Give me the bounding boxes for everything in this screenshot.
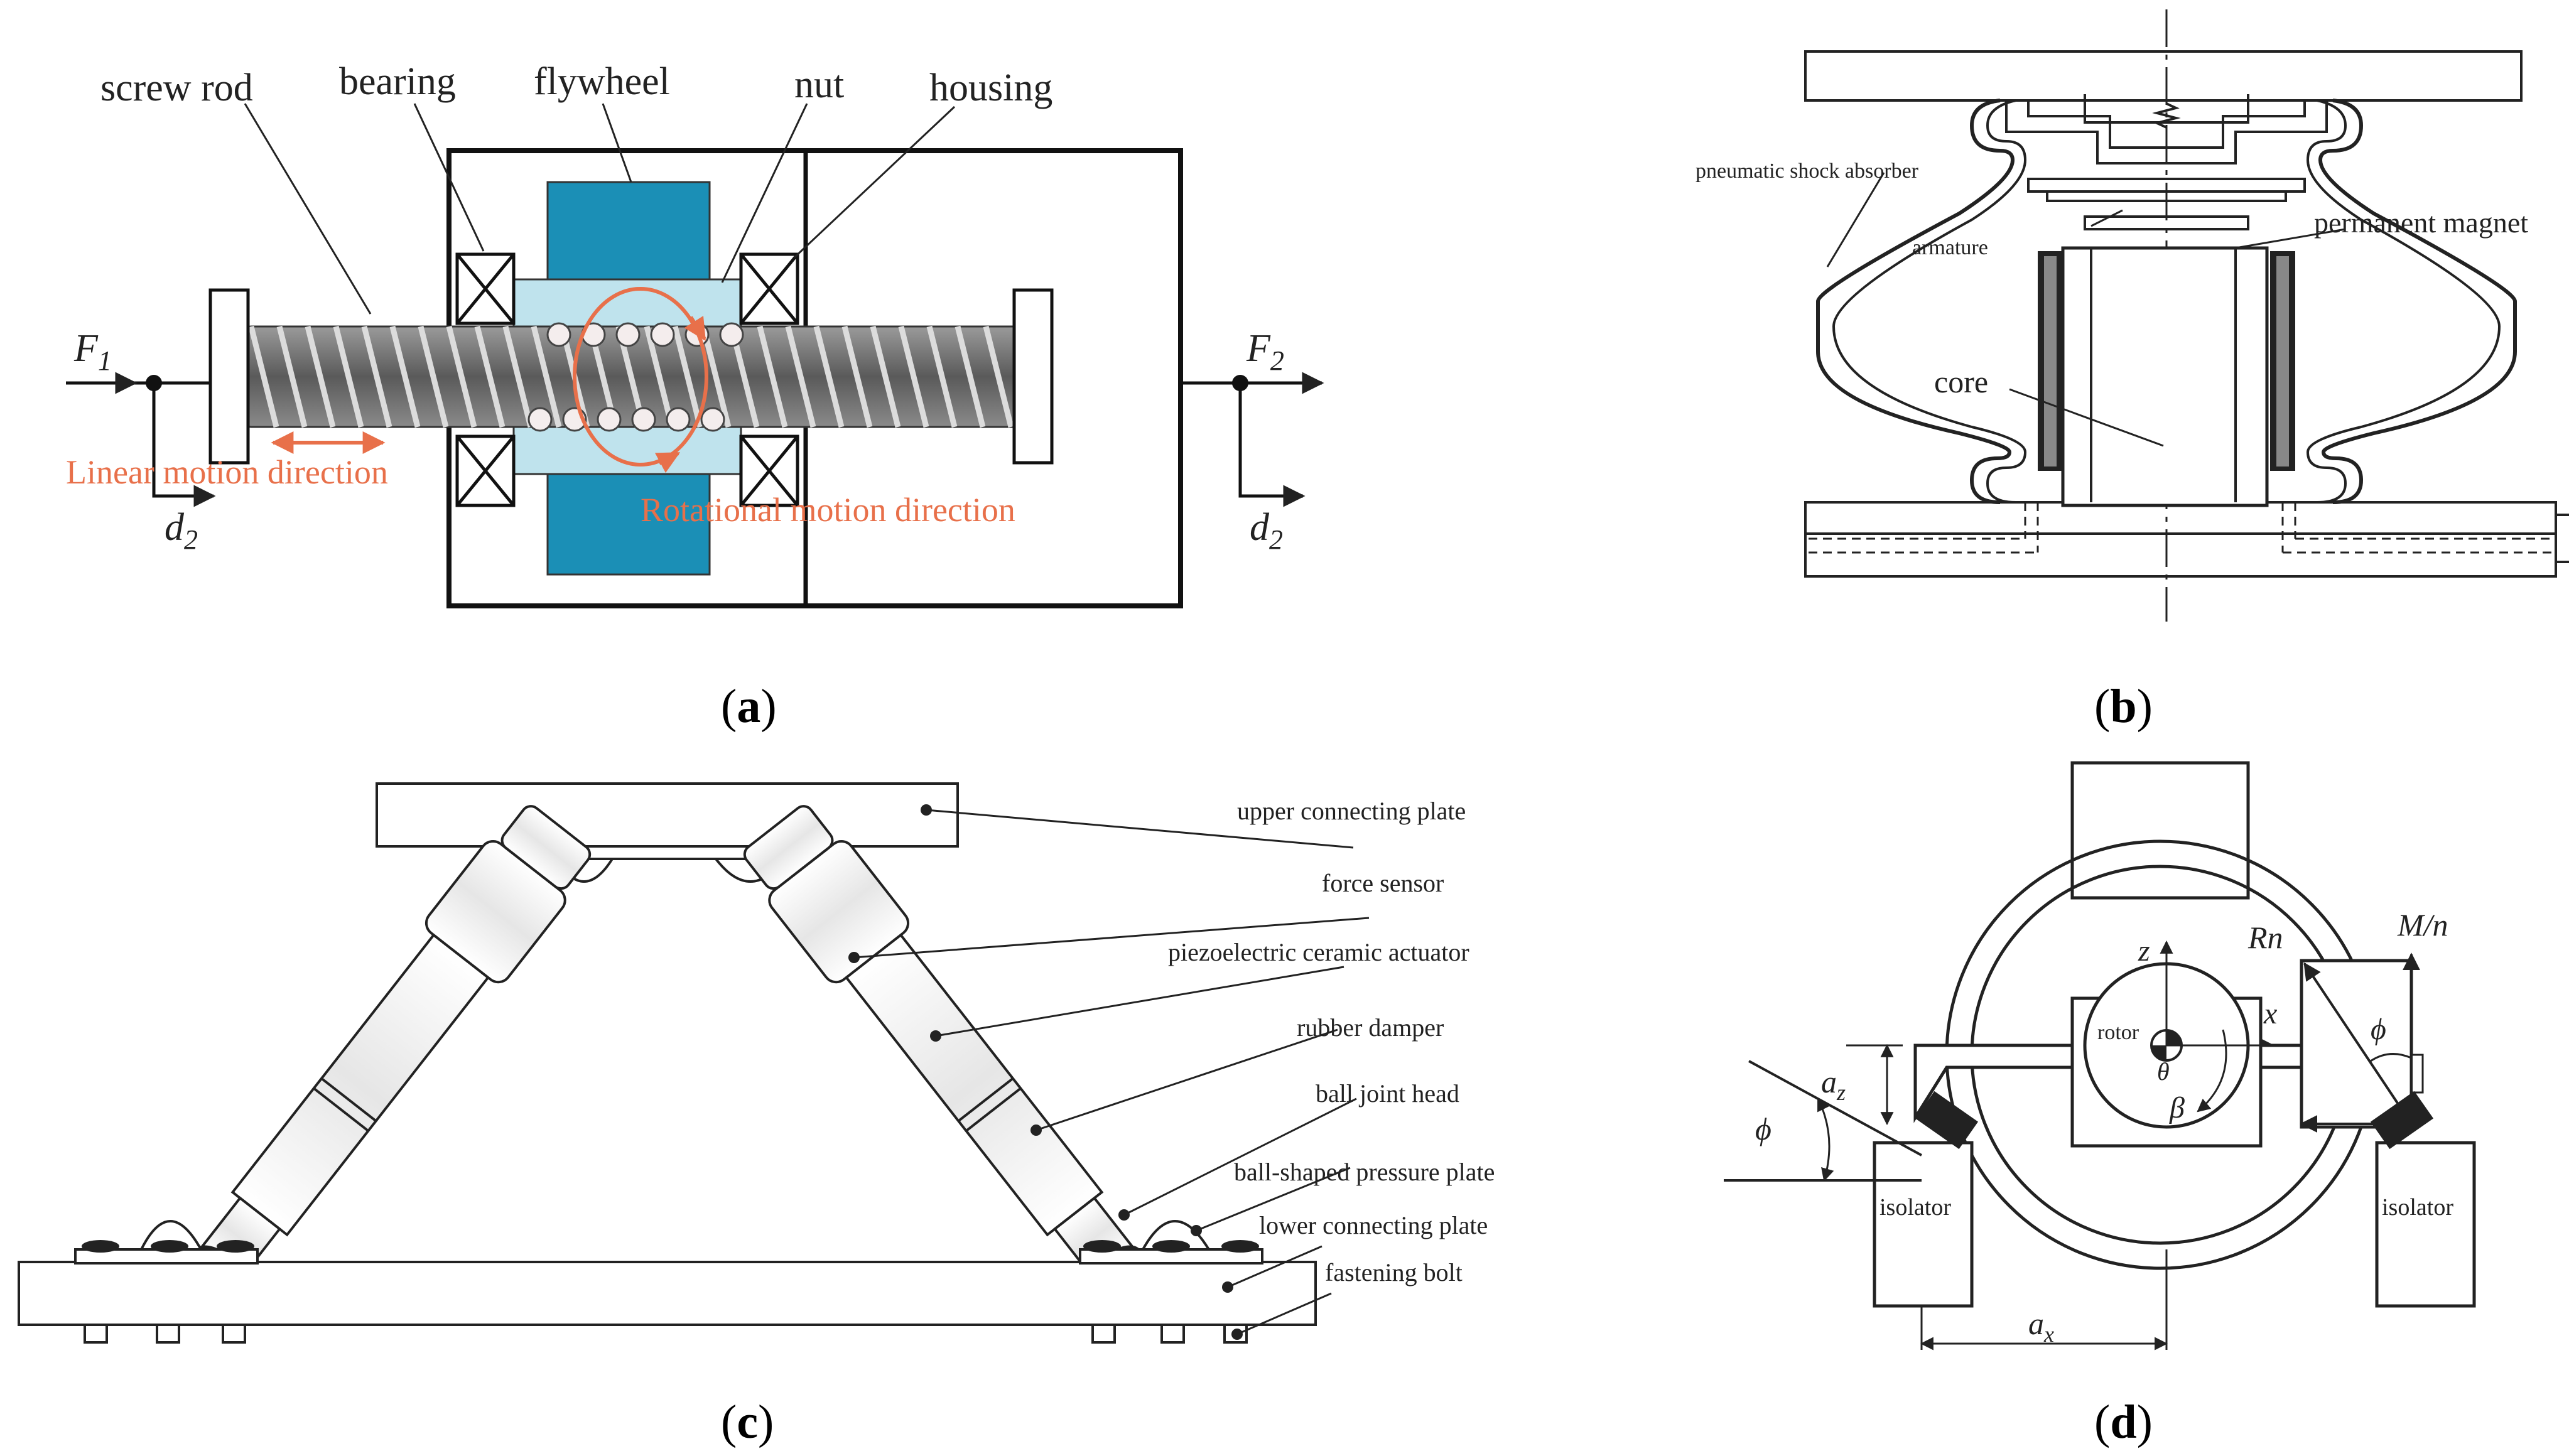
actuator-leg-left	[192, 805, 592, 1291]
rotation-arrowhead-top	[684, 315, 706, 342]
label-lower-connecting-plate: lower connecting plate	[1259, 1211, 1488, 1239]
label-phi-right: ϕ	[2371, 1013, 2386, 1046]
label-f2: F2	[1246, 327, 1284, 376]
coil-left-inner	[2044, 256, 2057, 466]
upper-connecting-plate	[376, 782, 959, 848]
label-upper-connecting-plate: upper connecting plate	[1237, 797, 1466, 825]
label-theta: θ	[2157, 1057, 2170, 1086]
caption-a: (a)	[721, 680, 777, 733]
coil-right-inner	[2276, 256, 2289, 466]
rotation-arrow	[573, 287, 708, 466]
panel-b-leaders	[1826, 172, 2346, 447]
label-pneumatic-shock-absorber: pneumatic shock absorber	[1696, 159, 1919, 183]
panel-d: Rn M/n z x rotor θ β ϕ ϕ az ax isolator …	[1724, 761, 2476, 1448]
isolator-left	[1873, 1141, 1974, 1308]
caption-d: (d)	[2094, 1396, 2153, 1448]
lower-connecting-plate	[18, 1261, 1317, 1326]
label-linear-motion: Linear motion direction	[66, 453, 388, 491]
isolator-pad-left	[1915, 1091, 1979, 1150]
d2-left-arrow	[152, 383, 216, 507]
rotation-beta-arrow	[2197, 1029, 2227, 1113]
top-plate	[1804, 50, 2523, 102]
panel-c-leaders	[853, 809, 1370, 1335]
isolator-right	[2375, 1141, 2476, 1308]
spring	[2152, 102, 2181, 129]
phi-ray	[1748, 1060, 1922, 1157]
bellows-right	[2318, 99, 2517, 504]
bellows-left-inner	[1832, 99, 2027, 504]
label-screw-rod: screw rod	[100, 67, 253, 109]
label-armature: armature	[1912, 236, 1988, 259]
label-force-sensor: force sensor	[1322, 869, 1444, 897]
label-core: core	[1934, 364, 1988, 399]
label-rubber-damper: rubber damper	[1297, 1013, 1444, 1042]
fastening-bolts	[82, 1240, 1259, 1253]
label-x: x	[2263, 997, 2277, 1030]
armature-lower	[2063, 200, 2267, 230]
support-left	[1913, 1043, 2074, 1123]
panel-a: screw rod bearing flywheel nut housing F…	[66, 60, 1324, 733]
label-mn: M/n	[2397, 907, 2448, 942]
force-box-tab	[2410, 1054, 2424, 1094]
base-dashed-right	[2281, 502, 2553, 554]
left-end-plate	[208, 288, 250, 465]
panel-a-leaders	[244, 103, 956, 315]
phi-arc-left	[1817, 1097, 1834, 1182]
label-az: az	[1821, 1064, 1846, 1105]
upper-mechanism	[2005, 94, 2328, 164]
base-connector	[2555, 514, 2569, 563]
bellows-left	[1816, 99, 2015, 504]
phi-arc-right	[2370, 1053, 2412, 1062]
label-housing: housing	[929, 67, 1052, 109]
label-ball-joint-head: ball joint head	[1316, 1079, 1459, 1108]
screw-thread	[248, 325, 1014, 428]
label-fastening-bolt: fastening bolt	[1325, 1258, 1463, 1286]
label-rn: Rn	[2247, 920, 2283, 955]
label-beta: β	[2169, 1091, 2185, 1124]
bolt-heads	[84, 1324, 1248, 1344]
caption-c: (c)	[721, 1396, 774, 1448]
label-bearing: bearing	[339, 60, 456, 103]
panel-b: pneumatic shock absorber armature perman…	[1696, 9, 2569, 733]
d2-right-arrow	[1238, 383, 1306, 507]
core-body	[2061, 246, 2269, 507]
actuator-leg-right	[743, 805, 1143, 1291]
label-piezoelectric-actuator: piezoelectric ceramic actuator	[1168, 938, 1469, 966]
label-isolator-right: isolator	[2382, 1194, 2453, 1221]
label-rotational-motion: Rotational motion direction	[641, 491, 1015, 529]
label-phi-left: ϕ	[1755, 1111, 1771, 1146]
panel-c: upper connecting plate force sensor piez…	[18, 782, 1495, 1448]
label-rotor: rotor	[2097, 1021, 2139, 1044]
label-d2-left: d2	[165, 506, 198, 555]
base-dashed-left	[1809, 502, 2039, 554]
label-isolator-left: isolator	[1879, 1194, 1951, 1221]
label-permanent-magnet: permanent magnet	[2314, 207, 2528, 239]
isolator-pad-right	[2370, 1091, 2434, 1150]
caption-b: (b)	[2094, 680, 2153, 733]
label-d2-right: d2	[1250, 506, 1283, 555]
leader-dots	[848, 804, 1243, 1340]
label-flywheel: flywheel	[534, 60, 670, 103]
label-f1: F1	[73, 327, 112, 376]
right-end-plate	[1012, 288, 1054, 465]
bearing-icon	[455, 252, 799, 507]
label-z: z	[2138, 934, 2150, 968]
rotation-arrowhead-bottom	[654, 451, 681, 473]
bellows-right-inner	[2306, 99, 2501, 504]
label-ball-shaped-pressure-plate: ball-shaped pressure plate	[1234, 1158, 1495, 1186]
vector-rn	[2303, 962, 2413, 1125]
label-nut: nut	[794, 63, 844, 106]
label-ax: ax	[2028, 1306, 2054, 1347]
